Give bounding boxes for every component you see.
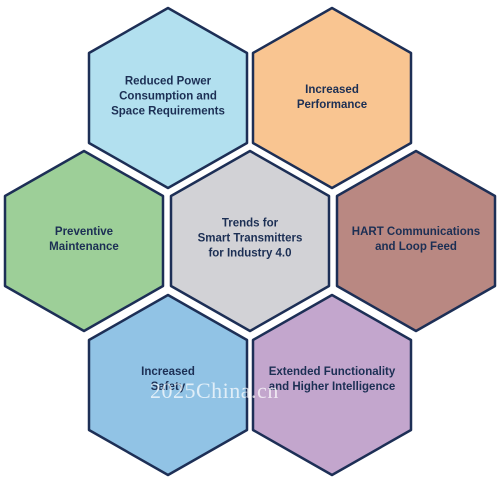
hexagon-label-hart-communications: HART Communications and Loop Feed bbox=[351, 226, 481, 253]
watermark-text: 2025China.cn bbox=[150, 378, 279, 403]
hexagon-preventive-maintenance bbox=[3, 149, 165, 333]
hexagon-label-center-trends: Trends for Smart Transmitters for Indust… bbox=[197, 217, 303, 260]
hexagon-label-reduced-power: Reduced Power Consumption and Space Requ… bbox=[111, 75, 225, 118]
hexagon-reduced-power bbox=[87, 6, 249, 190]
hexagon-label-preventive-maintenance: Preventive Maintenance bbox=[49, 226, 119, 253]
hexagon-increased-performance bbox=[251, 6, 413, 190]
hexagon-increased-safety bbox=[87, 293, 249, 477]
hexagon-label-increased-safety: Increased Safety bbox=[141, 366, 195, 393]
hexagon-center-trends bbox=[169, 149, 331, 333]
hexagon-label-extended-functionality: Extended Functionality and Higher Intell… bbox=[268, 366, 396, 393]
hexagon-label-increased-performance: Increased Performance bbox=[296, 84, 368, 111]
hexagon-extended-functionality bbox=[251, 293, 413, 477]
hexagon-hart-communications bbox=[335, 149, 497, 333]
